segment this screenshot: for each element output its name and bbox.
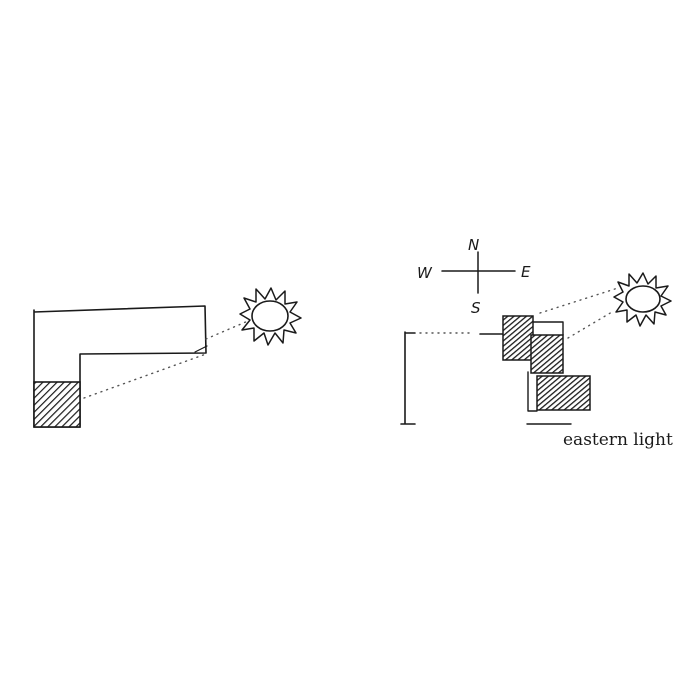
hatched-block-1	[502, 315, 534, 361]
hatched-block-3	[536, 375, 591, 411]
light-ray-right	[539, 287, 619, 339]
hatched-blocks-right	[502, 315, 591, 425]
hatched-room-left	[33, 381, 81, 428]
caption-eastern-light: eastern light	[563, 430, 673, 450]
wall-outline	[400, 331, 504, 425]
compass-icon: N W E S	[417, 236, 531, 317]
compass-north-label: N	[468, 236, 479, 254]
compass-south-label: S	[471, 299, 481, 317]
compass-east-label: E	[521, 263, 531, 281]
compass-west-label: W	[417, 264, 433, 282]
sun-icon	[239, 287, 302, 346]
light-ray-left	[83, 320, 249, 399]
hatched-block-2	[530, 334, 564, 374]
l-shaped-plan	[33, 305, 208, 428]
sun-icon-right	[613, 272, 672, 327]
